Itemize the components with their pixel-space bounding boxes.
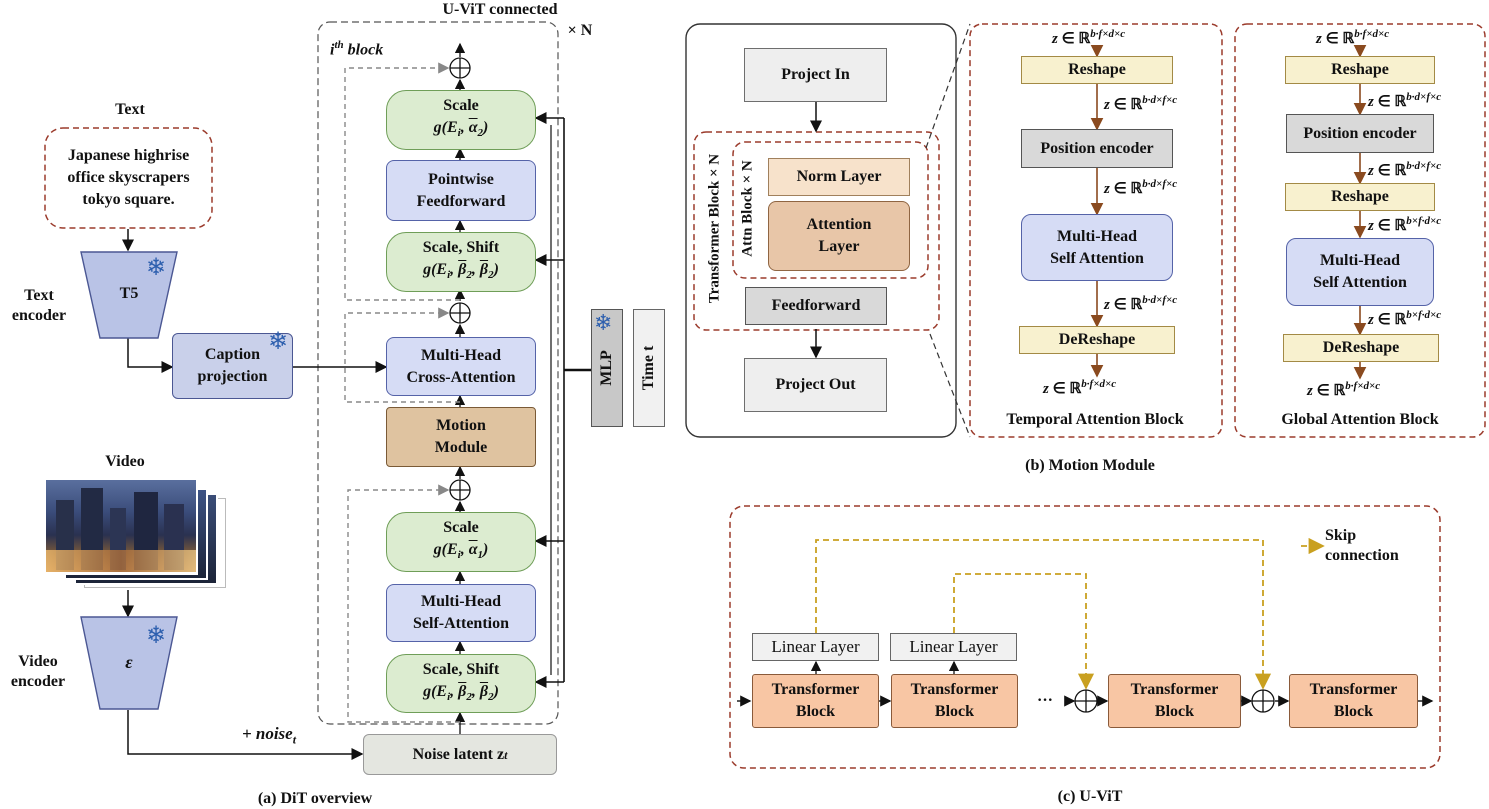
scale-shift-beta2-box: Scale, Shift g(Ei, β2, β2): [386, 232, 536, 292]
snowflake-icon: ❄: [146, 255, 167, 281]
global-dereshape-box: DeReshape: [1283, 334, 1439, 362]
scale-alpha1-box: Scale g(Ei, α1): [386, 512, 536, 572]
global-z-6: z ∈ ℝb·f×d×c: [1307, 380, 1381, 399]
mh-self-attention-box: Multi-Head Self-Attention: [386, 584, 536, 642]
transformer-block-1: Transformer Block: [752, 674, 879, 728]
attn-block-n-label: Attn Block × N: [739, 160, 756, 257]
skip-connection-label: Skip connection: [1325, 527, 1399, 564]
text-label: Text: [115, 101, 145, 118]
temporal-reshape-box: Reshape: [1021, 56, 1173, 84]
text-prompt-frame: [44, 127, 213, 229]
global-reshape2-box: Reshape: [1285, 183, 1435, 211]
temporal-title: Temporal Attention Block: [1006, 411, 1184, 428]
uvit-connected-label: U-ViT connected: [442, 1, 558, 18]
t5-encoder-shape: [80, 251, 178, 339]
linear-layer-2-box: Linear Layer: [890, 633, 1017, 661]
time-t-box: [633, 309, 665, 427]
temporal-z-3: z ∈ ℝb·d×f×c: [1104, 178, 1178, 197]
uvit-plus-1: [1074, 689, 1098, 713]
feedforward-box: Feedforward: [745, 287, 887, 325]
temporal-z-4: z ∈ ℝb·d×f×c: [1104, 294, 1178, 313]
temporal-dereshape-box: DeReshape: [1019, 326, 1175, 354]
global-z-3: z ∈ ℝb·d×f×c: [1368, 160, 1442, 179]
plus-circle-mid: [449, 302, 471, 324]
project-out-box: Project Out: [744, 358, 887, 412]
motion-module-frame: [685, 23, 957, 438]
ith-block-frame: [317, 21, 559, 725]
mh-cross-attention-box: Multi-Head Cross-Attention: [386, 337, 536, 396]
temporal-z-top: z ∈ ℝb·f×d×c: [1052, 28, 1126, 47]
snowflake-icon: ❄: [268, 329, 289, 355]
global-z-2: z ∈ ℝb·d×f×c: [1368, 91, 1442, 110]
caption-a: (a) DiT overview: [257, 790, 373, 807]
global-frame: [1234, 23, 1486, 438]
global-z-4: z ∈ ℝb×f·d×c: [1368, 215, 1442, 234]
temporal-mhsa-box: Multi-Head Self Attention: [1021, 214, 1173, 281]
global-mhsa-box: Multi-Head Self Attention: [1286, 238, 1434, 306]
ellipsis: ···: [1036, 692, 1053, 709]
plus-circle-top: [449, 57, 471, 79]
transformer-block-4: Transformer Block: [1289, 674, 1418, 728]
motion-module-box: Motion Module: [386, 407, 536, 467]
scale-alpha2-box: Scale g(Ei, α2): [386, 90, 536, 150]
caption-b: (b) Motion Module: [1025, 457, 1155, 474]
video-frame-image: [44, 478, 198, 574]
mlp-label: MLP: [598, 350, 615, 386]
transformer-block-3: Transformer Block: [1108, 674, 1241, 728]
global-z-5: z ∈ ℝb×f·d×c: [1368, 309, 1442, 328]
ith-block-label: ith block: [330, 39, 384, 59]
plus-circle-low: [449, 479, 471, 501]
temporal-z-5: z ∈ ℝb·f×d×c: [1043, 378, 1117, 397]
attention-layer-box: Attention Layer: [768, 201, 910, 271]
noise-label: + noiset: [241, 724, 297, 747]
text-prompt: Japanese highrise office skyscrapers tok…: [67, 147, 190, 208]
temporal-z-2: z ∈ ℝb·d×f×c: [1104, 94, 1178, 113]
uvit-frame: [729, 505, 1441, 769]
snowflake-icon: ❄: [594, 310, 613, 335]
mlp-box: [591, 309, 623, 427]
global-reshape-box: Reshape: [1285, 56, 1435, 84]
text-encoder-label: Text encoder: [11, 287, 67, 324]
video-encoder-shape: [80, 616, 178, 710]
linear-layer-1-box: Linear Layer: [752, 633, 879, 661]
snowflake-icon: ❄: [146, 623, 167, 649]
pointwise-feedforward-box: Pointwise Feedforward: [386, 160, 536, 221]
global-title: Global Attention Block: [1281, 411, 1439, 428]
global-position-encoder-box: Position encoder: [1286, 114, 1434, 153]
transformer-block-2: Transformer Block: [891, 674, 1018, 728]
temporal-position-encoder-box: Position encoder: [1021, 129, 1173, 168]
video-encoder-label: Video encoder: [10, 653, 66, 690]
norm-layer-box: Norm Layer: [768, 158, 910, 196]
video-frames: [44, 478, 226, 590]
uvit-plus-2: [1251, 689, 1275, 713]
caption-c: (c) U-ViT: [1057, 788, 1123, 805]
scale-shift-beta-box: Scale, Shift g(Ei, β2, β2): [386, 654, 536, 713]
caption-projection: Caption projection: [172, 333, 293, 399]
global-z-top: z ∈ ℝb·f×d×c: [1316, 28, 1390, 47]
epsilon-label: ε: [125, 652, 133, 672]
t5-label: T5: [119, 285, 139, 302]
time-t-label: Time t: [640, 345, 657, 391]
project-in-box: Project In: [744, 48, 887, 102]
temporal-frame: [969, 23, 1223, 438]
transformer-block-n-label: Transformer Block × N: [706, 153, 723, 304]
times-n-label: × N: [567, 22, 593, 39]
attn-block-frame: [732, 141, 929, 279]
video-label: Video: [105, 453, 145, 470]
